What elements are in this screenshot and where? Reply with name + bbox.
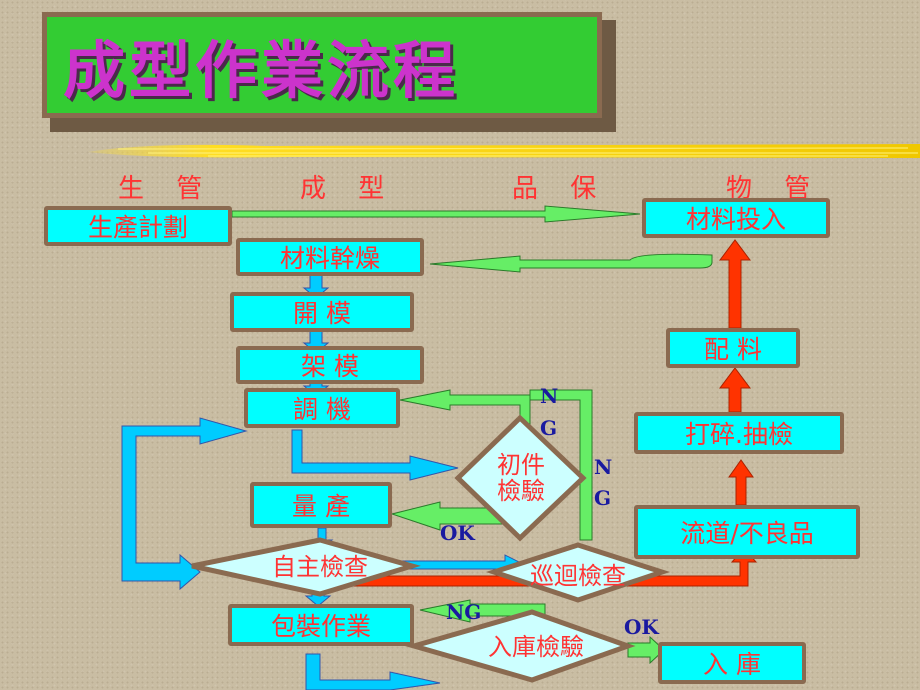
arrow-adjust-to-first-article xyxy=(291,429,459,481)
diamond-warehouse-check-label: 入庫檢驗 xyxy=(488,633,584,661)
diamond-self-check xyxy=(191,537,421,597)
arrow-flow-to-crush xyxy=(728,459,754,506)
box-runner-reject: 流道/不良品 xyxy=(634,505,860,559)
box-production-plan: 生產計劃 xyxy=(44,206,232,246)
diamond-patrol xyxy=(485,542,671,603)
box-mount-mold: 架 模 xyxy=(236,346,424,384)
box-crush-sample: 打碎.抽檢 xyxy=(634,412,844,454)
arrow-patrol-ng-to-adjust xyxy=(529,389,593,541)
box-dispense: 配 料 xyxy=(666,328,800,368)
arrow-warehouse-check-ok-to-warehouse xyxy=(627,635,665,665)
box-material-drying: 材料幹燥 xyxy=(236,238,424,276)
diamond-patrol-label: 巡迴檢查 xyxy=(530,562,626,590)
label-ng3: NG xyxy=(446,600,482,624)
arrow-crush-to-dispense xyxy=(719,367,751,413)
arrow-first-article-ng-to-adjust xyxy=(399,389,531,431)
diamond-self-check-label: 自主檢查 xyxy=(272,553,368,581)
brush-stroke-decoration xyxy=(88,144,920,158)
label-ok2: OK xyxy=(624,615,659,639)
box-packing: 包裝作業 xyxy=(228,604,414,646)
label-ng1-g: G xyxy=(540,416,558,440)
column-header-molding: 成 型 xyxy=(300,174,397,204)
arrow-packing-to-warehouse-check xyxy=(305,653,441,690)
label-ng2-n: N xyxy=(594,455,613,479)
arrow-self-check-loop-to-adjust xyxy=(121,417,248,591)
column-header-production-control: 生 管 xyxy=(118,174,215,204)
arrow-dispense-to-material-input xyxy=(719,239,751,329)
diamond-first-article xyxy=(454,414,587,542)
arrow-material-to-drying xyxy=(429,253,713,273)
box-warehouse: 入 庫 xyxy=(658,642,806,684)
diamond-warehouse-check xyxy=(404,609,636,683)
title-banner: 成型作業流程 xyxy=(42,12,602,118)
arrow-plan-to-material-input xyxy=(231,205,641,223)
column-header-quality: 品 保 xyxy=(512,174,609,204)
label-ng1-n: N xyxy=(540,384,559,408)
box-open-mold: 開 模 xyxy=(230,292,414,332)
page-title: 成型作業流程 xyxy=(63,34,460,107)
box-material-input: 材料投入 xyxy=(642,198,830,238)
box-mass-production: 量 產 xyxy=(250,482,392,528)
box-adjust-machine: 調 機 xyxy=(244,388,400,428)
label-ng2-g: G xyxy=(594,486,612,510)
label-ok1: OK xyxy=(440,521,475,545)
diamond-first-article-label: 初件 檢驗 xyxy=(497,451,545,505)
